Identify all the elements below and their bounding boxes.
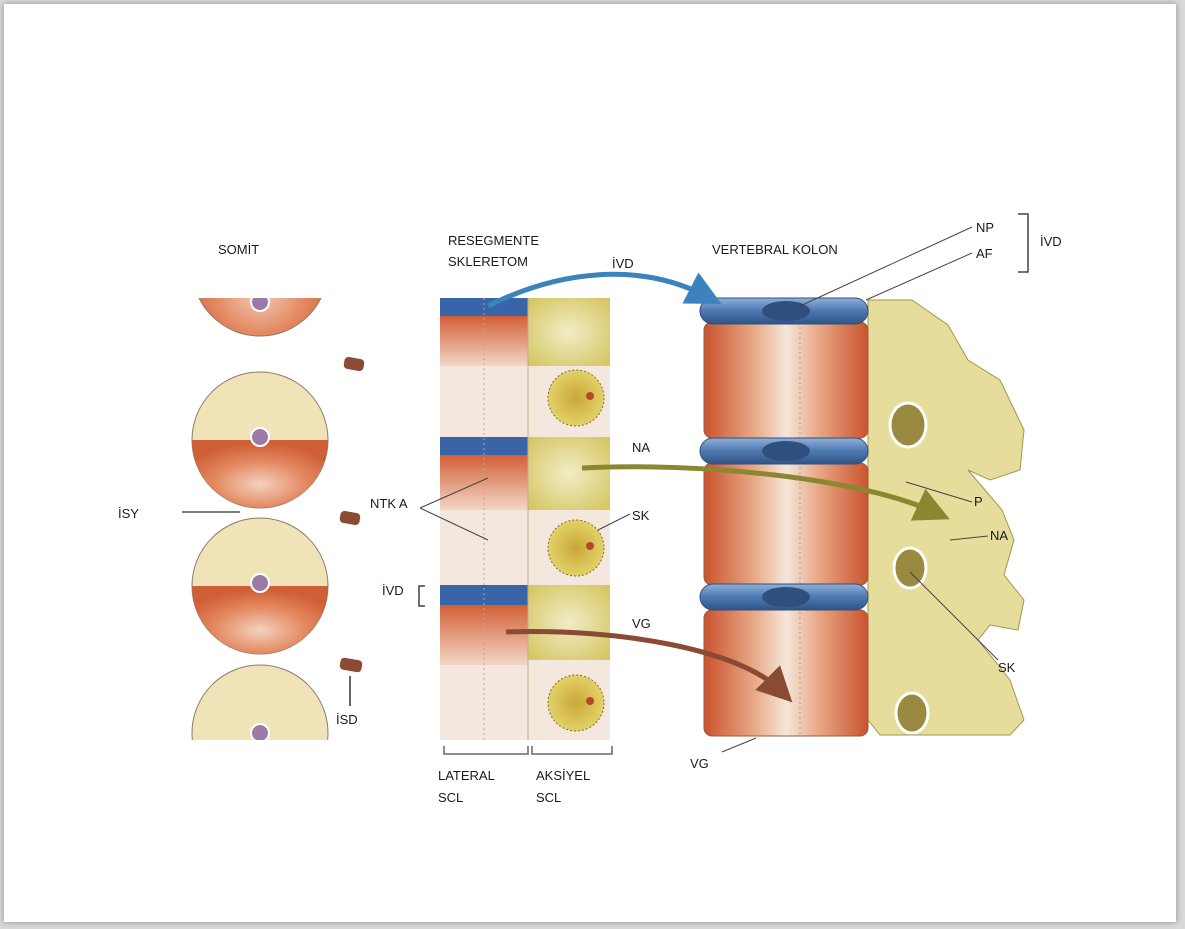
label-lateral-2: SCL (438, 790, 463, 805)
label-na-mid: NA (632, 440, 650, 455)
intersegmental-vessels (339, 356, 365, 672)
resegmente-heading-2: SKLERETOM (448, 254, 528, 269)
label-ivd-arrow: İVD (612, 256, 634, 271)
vg-bottom-leader (722, 738, 756, 752)
somite-2 (192, 372, 328, 508)
intervertebral-disc-3 (700, 584, 868, 610)
lateral-bracket (444, 746, 528, 754)
somite-3 (192, 518, 328, 654)
label-vg-mid: VG (632, 616, 651, 631)
label-isd: İSD (336, 712, 358, 727)
np-leader (800, 227, 972, 306)
af-leader (866, 253, 972, 300)
label-aksiyel-1: AKSİYEL (536, 768, 590, 783)
vertebral-heading: VERTEBRAL KOLON (712, 242, 838, 257)
somite-column (192, 200, 328, 801)
intervertebral-disc-2 (700, 438, 868, 464)
label-np: NP (976, 220, 994, 235)
vertebral-body-3 (704, 610, 868, 736)
vertebral-body-1 (704, 322, 868, 438)
label-ntk-a: NTK A (370, 496, 408, 511)
resegmented-sclerotome (440, 298, 610, 740)
somite-heading: SOMİT (218, 242, 259, 257)
label-lateral-1: LATERAL (438, 768, 495, 783)
label-na-right: NA (990, 528, 1008, 543)
label-ivd-left: İVD (382, 583, 404, 598)
intervertebral-disc-1 (700, 298, 868, 324)
label-sk-right: SK (998, 660, 1016, 675)
somite-4 (192, 665, 328, 801)
resegmente-heading-1: RESEGMENTE (448, 233, 539, 248)
label-af: AF (976, 246, 993, 261)
label-isy: İSY (118, 506, 139, 521)
ivd-left-bracket (419, 586, 425, 606)
label-vg-bottom: VG (690, 756, 709, 771)
somite-1 (192, 200, 328, 336)
label-aksiyel-2: SCL (536, 790, 561, 805)
label-sk-mid: SK (632, 508, 650, 523)
vertebral-body-2 (704, 463, 868, 585)
axial-bracket (532, 746, 612, 754)
label-p: P (974, 494, 983, 509)
label-ivd-bracket: İVD (1040, 234, 1062, 249)
ivd-right-bracket (1018, 214, 1028, 272)
